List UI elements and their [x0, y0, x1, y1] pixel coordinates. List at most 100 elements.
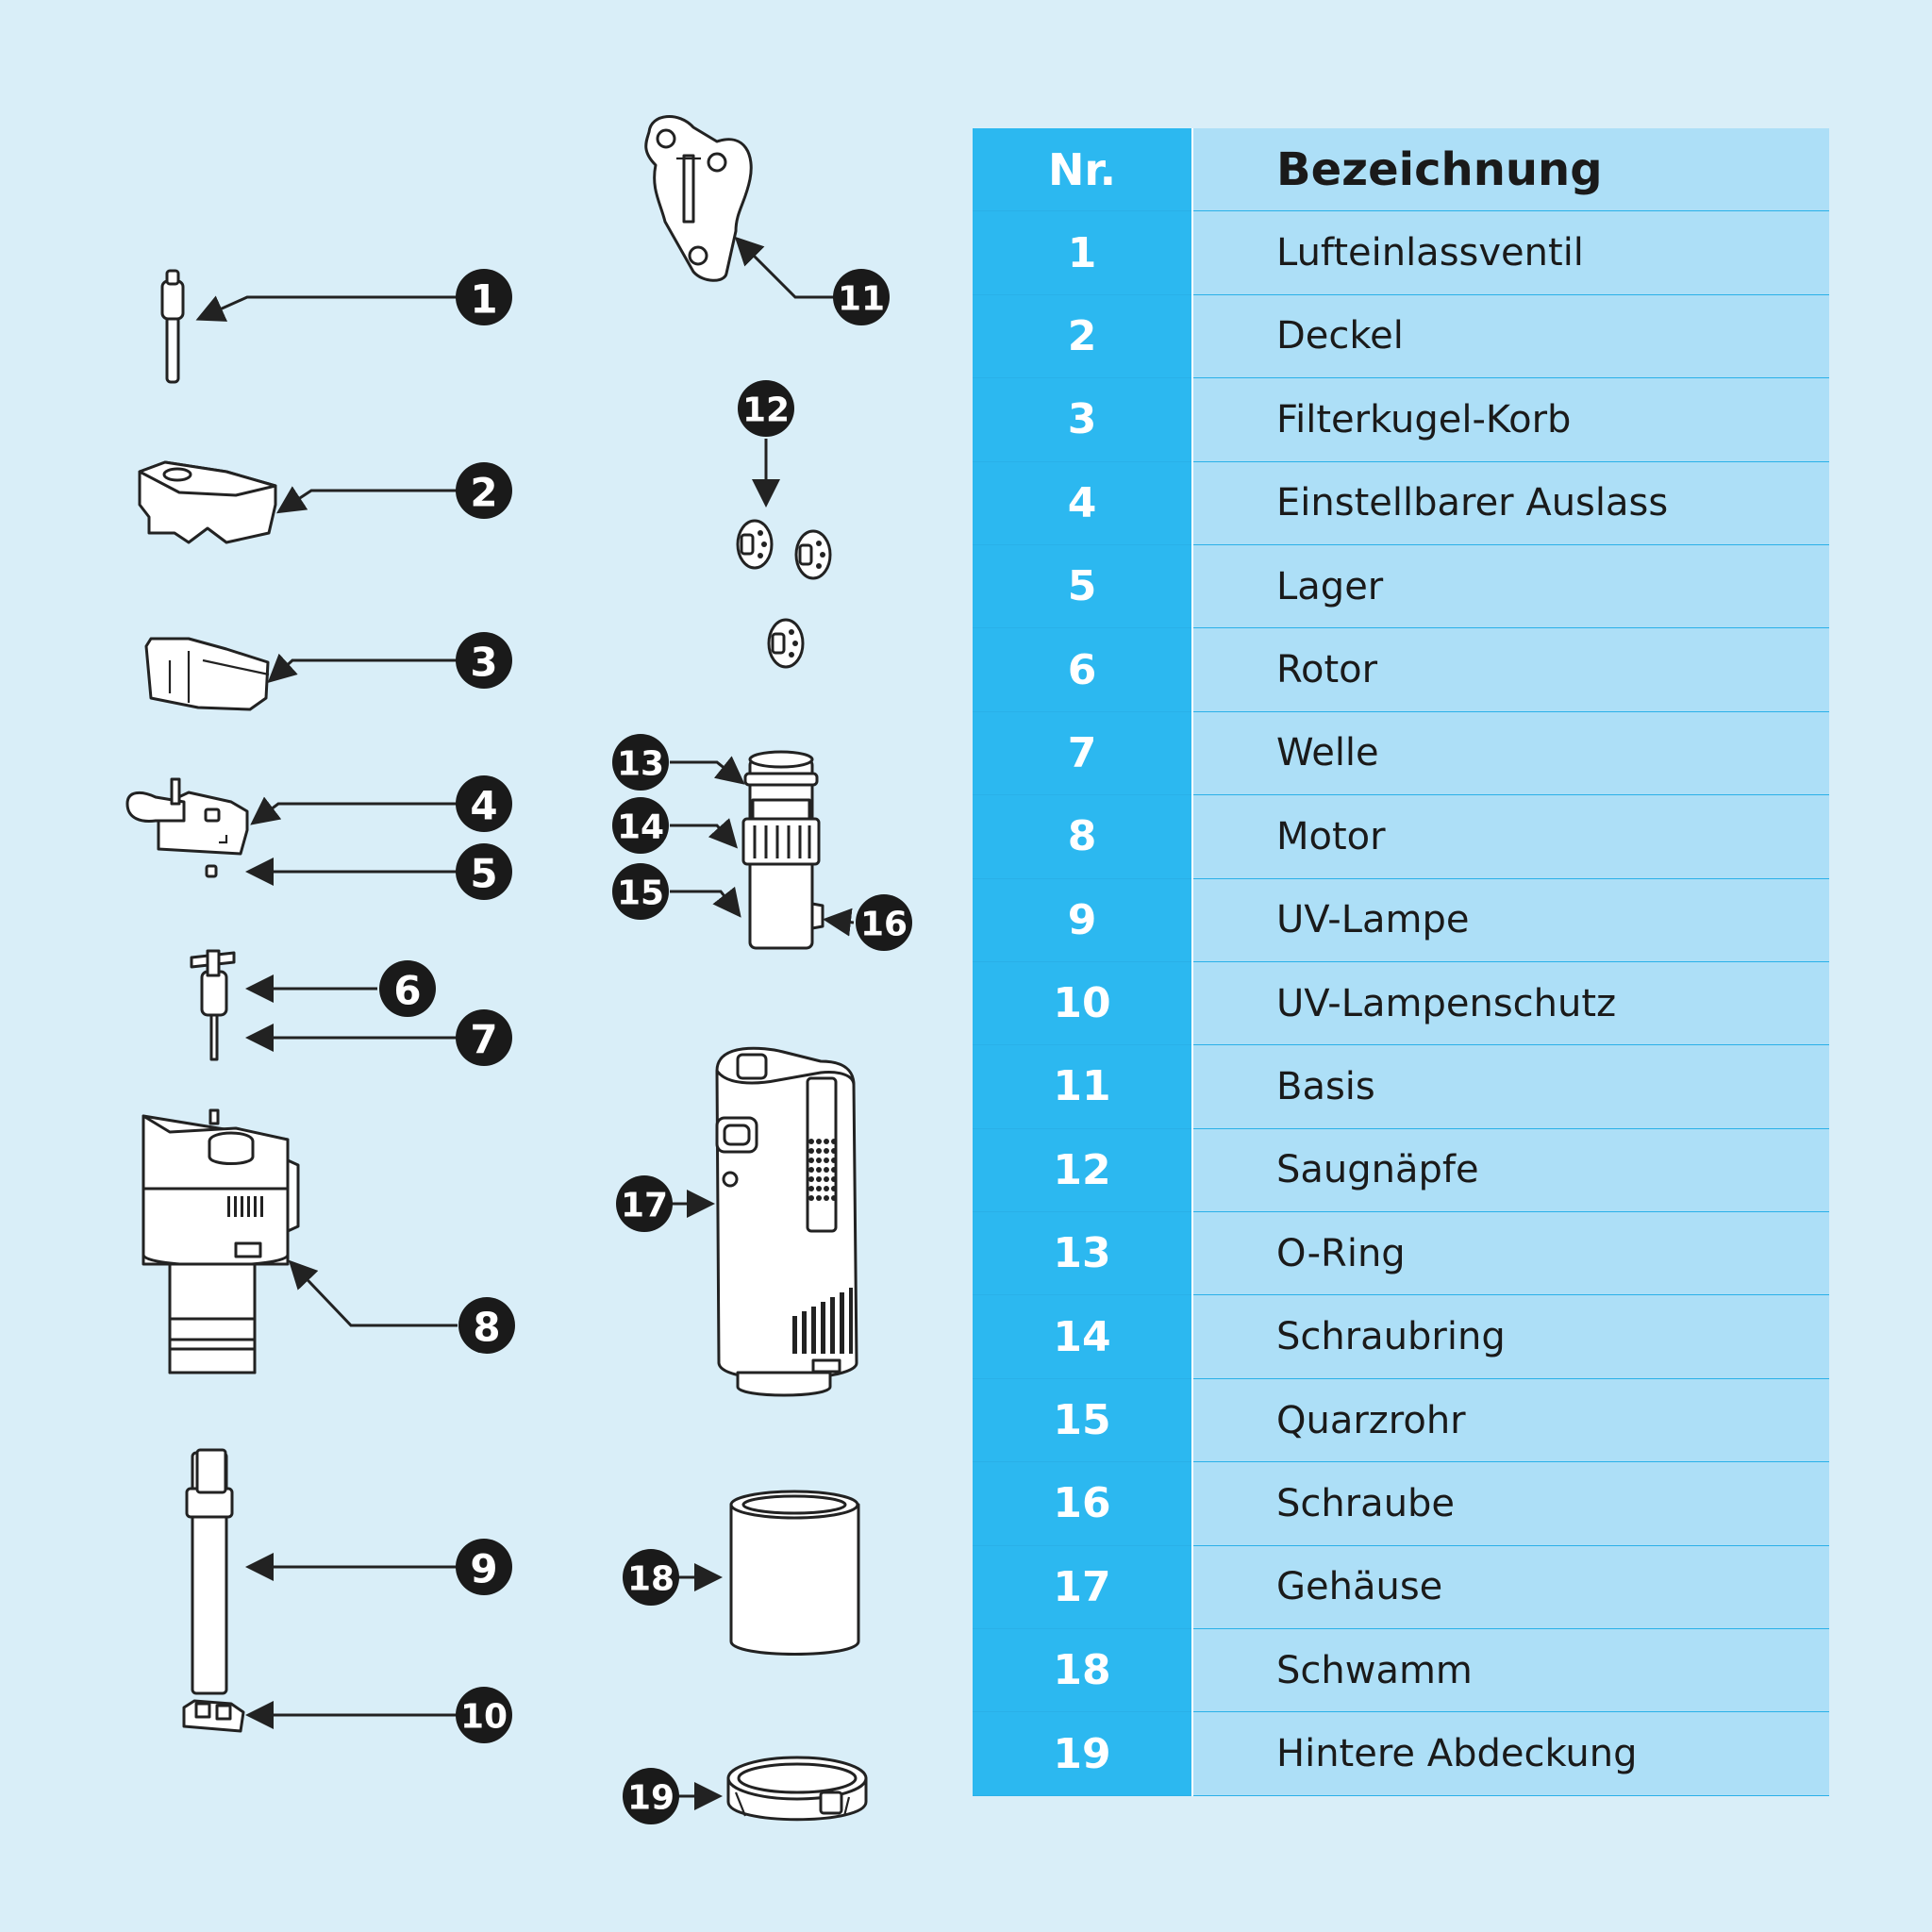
part-name-cell: Quarzrohr [1192, 1378, 1829, 1463]
part-number-cell: 14 [973, 1294, 1193, 1379]
callout-number: 9 [470, 1546, 497, 1592]
callout-number: 3 [470, 640, 497, 686]
callout-badge: 7 [456, 1009, 512, 1066]
part-number-cell: 13 [973, 1211, 1193, 1296]
callout-badge: 16 [856, 894, 912, 951]
part-9-uv-lamp-drawing [185, 1448, 234, 1695]
callout-circle [623, 1768, 679, 1824]
callout-number: 13 [617, 745, 664, 784]
callout-circle [612, 734, 669, 791]
part-name-cell: Saugnäpfe [1192, 1128, 1829, 1213]
callout-circle [856, 894, 912, 951]
callout-circle [456, 775, 512, 832]
part-name-cell: Gehäuse [1192, 1545, 1829, 1630]
header-nr: Nr. [973, 128, 1193, 212]
callout-circle [616, 1175, 673, 1232]
part-name-cell: Basis [1192, 1044, 1829, 1129]
callout-circle [456, 632, 512, 689]
part-1-air-inlet-valve-drawing [160, 269, 185, 384]
part-number-cell: 16 [973, 1461, 1193, 1546]
callout-badge: 14 [612, 797, 669, 854]
callout-number: 14 [617, 808, 664, 847]
part-12-suction-cups-drawing [736, 519, 832, 669]
part-name-cell: Lager [1192, 544, 1829, 629]
callout-badge: 19 [623, 1768, 679, 1824]
part-name-cell: Schraubring [1192, 1294, 1829, 1379]
callout-number: 7 [470, 1017, 497, 1063]
part-number-cell: 11 [973, 1044, 1193, 1129]
callout-circle [456, 843, 512, 900]
part-name-cell: Welle [1192, 711, 1829, 796]
leader-lines [195, 236, 855, 1810]
part-number-cell: 17 [973, 1545, 1193, 1630]
part-8-motor-drawing [142, 1108, 300, 1374]
part-18-sponge-drawing [729, 1490, 860, 1656]
callout-number: 1 [470, 276, 497, 323]
part-number-cell: 8 [973, 794, 1193, 879]
part-3-filter-basket-drawing [144, 637, 270, 711]
part-19-back-cover-drawing [726, 1756, 868, 1822]
part-name-cell: Deckel [1192, 294, 1829, 379]
part-number-cell: 6 [973, 627, 1193, 712]
callout-number: 18 [627, 1560, 675, 1599]
callout-circle [456, 269, 512, 325]
part-name-cell: Schraube [1192, 1461, 1829, 1546]
part-number-cell: 19 [973, 1711, 1193, 1796]
part-4-adjustable-outlet-drawing [125, 777, 249, 856]
callout-number: 5 [470, 851, 497, 897]
part-17-housing-drawing [715, 1046, 858, 1397]
part-name-cell: Einstellbarer Auslass [1192, 461, 1829, 545]
part-name-cell: Rotor [1192, 627, 1829, 712]
part-number-cell: 10 [973, 961, 1193, 1046]
part-name-cell: UV-Lampe [1192, 878, 1829, 962]
callout-circle [833, 269, 890, 325]
callout-number: 12 [742, 391, 790, 430]
part-number-cell: 2 [973, 294, 1193, 379]
callout-number: 8 [473, 1305, 500, 1351]
callout-circle [456, 462, 512, 519]
part-10-uv-lamp-protection-drawing [182, 1699, 245, 1733]
callout-circle [458, 1297, 515, 1354]
callout-badge: 12 [738, 380, 794, 437]
part-number-cell: 18 [973, 1628, 1193, 1713]
part-number-cell: 7 [973, 711, 1193, 796]
callout-circle [456, 1539, 512, 1595]
callout-circle [612, 863, 669, 920]
part-number-cell: 15 [973, 1378, 1193, 1463]
part-2-lid-drawing [138, 460, 277, 544]
callout-circle [612, 797, 669, 854]
callout-badge: 15 [612, 863, 669, 920]
part-number-cell: 3 [973, 377, 1193, 462]
callout-number: 16 [860, 906, 908, 944]
part-name-cell: Hintere Abdeckung [1192, 1711, 1829, 1796]
part-number-cell: 4 [973, 461, 1193, 545]
part-6-7-rotor-shaft-drawing [190, 949, 236, 1061]
part-name-cell: O-Ring [1192, 1211, 1829, 1296]
callout-circle [456, 1009, 512, 1066]
callout-badge: 8 [458, 1297, 515, 1354]
part-name-cell: Motor [1192, 794, 1829, 879]
callout-number: 10 [460, 1698, 508, 1737]
table-header-row: Nr. Bezeichnung [973, 128, 1829, 212]
part-13-16-quartz-tube-assembly-drawing [741, 750, 824, 950]
part-number-cell: 1 [973, 210, 1193, 295]
callout-badge: 10 [456, 1687, 512, 1743]
callout-number: 19 [627, 1779, 675, 1818]
